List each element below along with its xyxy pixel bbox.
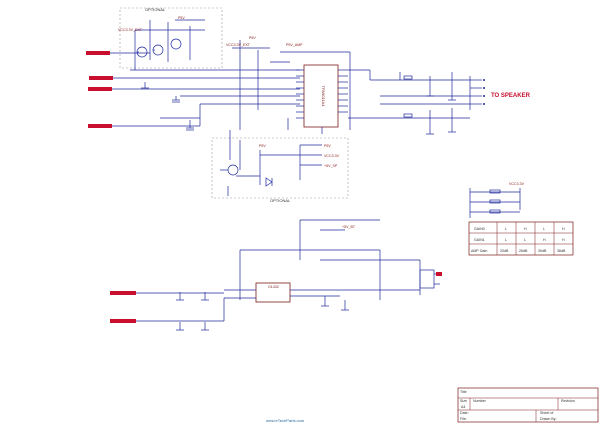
opt-p5v-label: P5V [324, 144, 331, 148]
gain-cell: L [505, 238, 507, 242]
gain-cell: H [562, 227, 565, 231]
gain-header-2: AMP Gain [471, 249, 487, 253]
gain-cell: 30dB [538, 249, 547, 253]
optional-block-top [119, 7, 223, 69]
transistor-q2 [152, 44, 164, 56]
output-filter-top [370, 72, 470, 101]
watermark: www.eTechParts.com [266, 418, 305, 423]
revision-label: Revision [561, 399, 575, 403]
p5v-label-top: P5V [178, 16, 185, 20]
p5v-label-opt: P5V [259, 144, 266, 148]
input-connector-6 [110, 319, 224, 323]
input-connector-1 [86, 51, 150, 55]
input-connector-5 [110, 291, 224, 295]
input-connector-2 [89, 76, 300, 80]
transistor-q3 [170, 38, 182, 50]
amplifier-ic: TPA6011A4 [303, 64, 339, 128]
opt-ext-label: +5V_SP [324, 164, 338, 168]
gain-cell: 20dB [500, 249, 509, 253]
cap-group-left [141, 82, 194, 131]
optional-block-middle [211, 137, 349, 199]
opt-vcc-label: VCC3.3V [324, 154, 340, 158]
net-bottom-label: +5V_BT [342, 225, 356, 229]
headphone-jack [419, 269, 442, 289]
to-speaker-label: TO SPEAKER [491, 93, 531, 99]
vcc-label-left: VCC3.3V_EXT [118, 28, 143, 32]
gain-cell: H [524, 227, 527, 231]
p5v-amp-label: P5V_AMP [286, 43, 303, 47]
amp-pins-left [296, 69, 304, 119]
speaker-connector [469, 76, 485, 110]
svg-text:TPA6011A4: TPA6011A4 [321, 86, 326, 108]
input-connector-3 [88, 87, 300, 91]
gain-header-0: GAIN0 [474, 227, 485, 231]
gain-cell: L [505, 227, 507, 231]
drawn-label: Drawn By: [540, 417, 557, 421]
resistor-network [469, 188, 520, 218]
gain-cell: H [562, 238, 565, 242]
transistor-q4 [227, 164, 239, 176]
number-label: Number [473, 399, 487, 403]
gain-cell: L [543, 227, 545, 231]
input-connector-4 [88, 124, 200, 128]
size-label: Size [460, 399, 467, 403]
gain-cell: H [543, 238, 546, 242]
gain-cell: 26dB [519, 249, 528, 253]
output-filter-bottom [380, 103, 470, 135]
title-label: Title [460, 390, 467, 394]
gain-table: GAIN0 GAIN1 AMP Gain L H L H L L H H 20d… [468, 221, 574, 256]
title-block: Title Size A4 Number Revision Date: File… [457, 387, 599, 423]
file-label: File: [460, 417, 467, 421]
gain-header-1: GAIN1 [474, 238, 485, 242]
gain-cell: L [524, 238, 526, 242]
sheet-label: Sheet of [540, 411, 553, 415]
amp-pins-right [338, 69, 348, 113]
codec-ic: G1432 [255, 282, 291, 303]
vcc-label-mid: VCC3.3V_EXT [226, 43, 251, 47]
p5v-label-mid: P5V [249, 36, 256, 40]
vcc-label-right: VCC3.3V [509, 182, 525, 186]
date-label: Date: [460, 411, 469, 415]
optional-label-top: OPTIONAL [145, 7, 166, 12]
gain-cell: 36dB [557, 249, 566, 253]
size-value: A4 [461, 405, 465, 409]
svg-text:G1432: G1432 [268, 285, 279, 289]
optional-label-middle: OPTIONAL [270, 198, 291, 203]
transistor-q1 [136, 46, 148, 58]
diode-led [265, 177, 273, 187]
